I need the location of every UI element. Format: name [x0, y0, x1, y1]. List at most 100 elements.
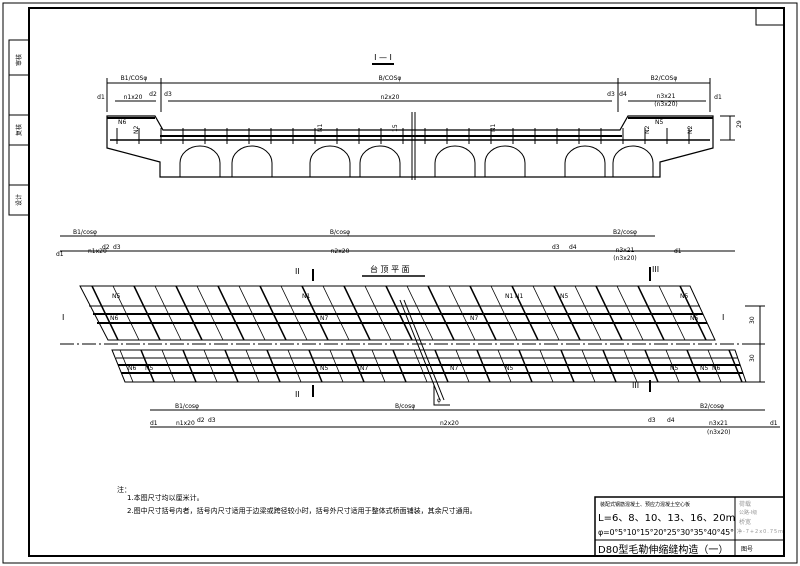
plan-bottom-dim-b1: B1/cosφ: [175, 403, 199, 410]
transverse-bar: [392, 349, 407, 383]
transverse-bar: [581, 349, 596, 383]
transverse-bar: [266, 349, 281, 383]
transverse-bar: [665, 349, 680, 383]
note-item: 2.图中尺寸括号内者，括号内尺寸适用于边梁或跨径较小时，括号外尺寸适用于整体式桥…: [127, 506, 477, 515]
rebar-label: N2: [687, 126, 694, 134]
plan-rebar-label: N6: [712, 365, 720, 372]
section-dim-n3: n3x21: [657, 93, 676, 100]
transverse-bar: [532, 285, 560, 341]
transverse-bar: [553, 285, 581, 341]
transverse-bar: [686, 349, 701, 383]
skew-angle-label: φ: [437, 397, 441, 404]
transverse-bar: [595, 285, 623, 341]
transverse-bar: [175, 285, 203, 341]
plan-bottom-dim-n3-alt: (n3x20): [707, 429, 731, 436]
transverse-bar: [371, 349, 386, 383]
plan-rebar-label: N5: [670, 365, 678, 372]
plan-bottom-dim-d1: d1: [150, 420, 158, 427]
plan-rebar-label: N5: [145, 365, 153, 372]
plan-rebar-label: N7: [450, 365, 458, 372]
plan-bottom-dim-d3: d3: [208, 417, 216, 424]
plan-dim-d2: d2: [102, 244, 110, 251]
section-title: I — I: [374, 53, 392, 62]
side-label-review: 审核: [15, 54, 23, 66]
transverse-bar: [245, 349, 260, 383]
notes: 注： 1.本图尺寸均以厘米计。 2.图中尺寸括号内者，括号内尺寸适用于边梁或跨径…: [117, 485, 477, 515]
title-block-load-value: 公路-I级: [739, 509, 757, 516]
section-height-dim: 29: [736, 120, 743, 128]
transverse-bar: [364, 285, 392, 341]
plan-rebar-label: N7: [360, 365, 368, 372]
plan-bottom-dim-n2: n2x20: [440, 420, 459, 427]
notes-heading: 注：: [117, 485, 131, 494]
section-mark-i-right: I: [722, 313, 724, 322]
transverse-bar: [728, 349, 743, 383]
transverse-bar: [658, 285, 686, 341]
plan-bottom-dim-n3: n3x21: [709, 420, 728, 427]
plan-dim-n3-alt: (n3x20): [613, 255, 637, 262]
transverse-bar: [644, 349, 659, 383]
side-strip: 审核 复核 设计: [8, 39, 30, 216]
plan-bottom-dim-d3-right: d3: [648, 417, 656, 424]
rebar-label: N6: [118, 119, 126, 126]
transverse-bar: [91, 285, 119, 341]
plan-rebar-label: N7: [470, 315, 478, 322]
transverse-bar: [518, 349, 533, 383]
plan-view: B1/cosφ B/cosφ B2/cosφ d1 n1x20 d2 d3 n2…: [56, 229, 780, 436]
transverse-bar: [448, 285, 476, 341]
hollow-void: [359, 145, 401, 177]
width-dim-upper: 30: [749, 316, 756, 324]
transverse-bar: [238, 285, 266, 341]
hollow-void: [484, 145, 526, 177]
plan-dim-b1: B1/cosφ: [73, 229, 97, 236]
plan-dim-n2: n2x20: [331, 248, 350, 255]
transverse-bar: [602, 349, 617, 383]
plan-dim-d1-right: d1: [674, 248, 682, 255]
side-label-design: 设计: [15, 194, 23, 206]
section-dim-b: B/COSφ: [379, 75, 402, 82]
transverse-bar: [434, 349, 449, 383]
plan-bottom-dim-d1-right: d1: [770, 420, 778, 427]
section-dim-d1-right: d1: [714, 94, 722, 101]
title-block-width-label: 桥宽: [739, 518, 751, 526]
transverse-bar: [539, 349, 554, 383]
plan-rebar-label: N5: [320, 365, 328, 372]
plan-rebar-label: N7: [320, 315, 328, 322]
transverse-bar: [637, 285, 665, 341]
side-label-check: 复核: [15, 124, 23, 136]
plan-bottom-dim-b2: B2/cosφ: [700, 403, 724, 410]
transverse-bar: [301, 285, 329, 341]
title-block-drawing-no: 图号: [741, 546, 753, 553]
title-block-header: 装配式钢筋混凝土、预应力混凝土空心板: [600, 501, 690, 508]
section-mark-ii-bottom: II: [295, 390, 300, 399]
plan-dim-n3: n3x21: [616, 247, 635, 254]
plan-rebar-label: N1: [515, 293, 523, 300]
section-dim-d3-left: d3: [164, 91, 172, 98]
hollow-void: [434, 145, 476, 177]
transverse-bar: [406, 285, 434, 341]
plan-rebar-label: N5: [112, 293, 120, 300]
note-item: 1.本图尺寸均以厘米计。: [127, 493, 204, 502]
transverse-bar: [308, 349, 323, 383]
plan-rebar-label: N1: [302, 293, 310, 300]
transverse-bar: [259, 285, 287, 341]
hollow-void: [309, 145, 351, 177]
rebar-label: N1: [490, 124, 497, 132]
section-dim-b1: B1/COSφ: [121, 75, 148, 82]
transverse-bar: [154, 285, 182, 341]
corner-box: [755, 7, 785, 26]
section-dim-b2: B2/COSφ: [651, 75, 678, 82]
transverse-bar: [679, 285, 707, 341]
transverse-bar: [217, 285, 245, 341]
plan-rebar-label: N5: [505, 365, 513, 372]
rebar-label: 15: [392, 124, 399, 132]
plan-bottom-dim-n1: n1x20: [176, 420, 195, 427]
transverse-bar: [707, 349, 722, 383]
transverse-bar: [119, 349, 134, 383]
plan-rebar-label: N6: [110, 315, 118, 322]
rebar-label: N5: [655, 119, 663, 126]
section-dim-n2: n2x20: [381, 94, 400, 101]
plan-rebar-label: N5: [690, 315, 698, 322]
section-dim-d2: d2: [149, 91, 157, 98]
